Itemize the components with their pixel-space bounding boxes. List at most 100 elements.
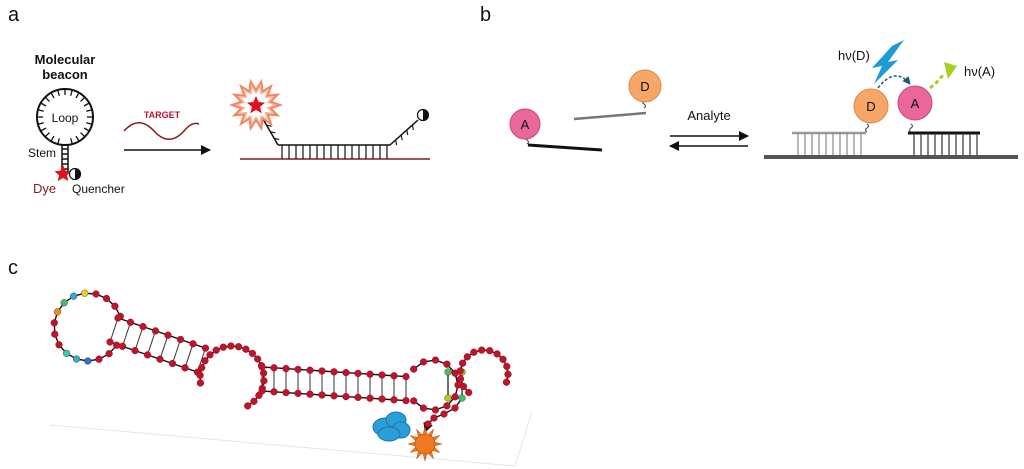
nucleotide-dot (254, 355, 262, 363)
panel-a: a Molecular beacon Loop Stem Dye Quenche (8, 4, 430, 196)
nucleotide-dot (242, 345, 250, 353)
nucleotide-dot (201, 344, 210, 352)
nucleotide-dot (164, 331, 172, 339)
nucleotide-dot (390, 372, 398, 380)
nucleotide-dot (366, 370, 374, 378)
nucleotide-dot (443, 360, 451, 368)
nucleotide-dot (456, 367, 464, 375)
quencher-icon (68, 167, 82, 181)
nucleotide-dot (114, 314, 122, 322)
nucleotide-dot (84, 357, 92, 365)
nucleotide-dot (235, 343, 243, 351)
nucleotide-dot (378, 395, 386, 403)
nucleotide-dot (282, 389, 290, 397)
nucleotide-dot (444, 368, 452, 376)
nucleotide-dot (250, 397, 258, 405)
panel-letter-b: b (480, 4, 491, 26)
free-donor-strand (573, 111, 647, 121)
nucleotide-dot (248, 349, 257, 358)
nucleotide-dot (181, 364, 189, 372)
nucleotide-dot (486, 347, 494, 355)
nucleotide-dot (270, 388, 278, 396)
nucleotide-dot (451, 393, 459, 401)
nucleotide-dot (402, 397, 410, 405)
cloud-quencher-icon (372, 411, 411, 442)
nucleotide-dot (106, 338, 114, 346)
nucleotide-dot (424, 420, 432, 428)
nucleotide-dot (131, 347, 139, 355)
frame-edge-right (514, 411, 533, 467)
nucleotide-dot (430, 414, 438, 422)
nucleotide-dot (465, 388, 473, 397)
nucleotide-dot (227, 342, 235, 350)
nucleotide-dot (502, 378, 511, 386)
acceptor-sphere (509, 108, 541, 140)
nucleotide-dot (206, 351, 214, 359)
nucleotide-dot (260, 377, 268, 385)
nucleotide-dot (69, 292, 78, 300)
nucleotide-dot (456, 375, 465, 383)
nucleotide-dot (126, 318, 135, 326)
nucleotide-dot (62, 349, 71, 358)
nucleotide-dot (330, 392, 338, 400)
nucleotide-dot (451, 404, 459, 412)
nucleotide-dot (72, 355, 81, 363)
nucleotide-dot (318, 391, 326, 399)
hv-acceptor-label: hν(A) (964, 64, 995, 79)
analyte-label: Analyte (687, 108, 730, 123)
target-label: TARGET (144, 110, 181, 120)
dye-label: Dye (33, 181, 56, 196)
nucleotide-dot (470, 348, 478, 356)
nucleotide-dot (342, 393, 350, 401)
donor-sphere (628, 69, 662, 103)
nucleotide-dot (81, 289, 89, 297)
nucleotide-dot (458, 394, 466, 402)
nucleotide-dot (478, 346, 486, 354)
panel-b: b A D Analyte D A hν( (480, 4, 1018, 159)
nucleotide-dot (156, 355, 164, 363)
nucleotide-dot (258, 363, 266, 371)
nucleotide-dot (139, 323, 147, 331)
nucleotide-dot (294, 389, 302, 398)
nucleotide-dot (419, 358, 428, 366)
nucleotide-dot (198, 364, 206, 372)
nucleotide-dot (151, 327, 160, 335)
nucleotide-dot (306, 390, 314, 398)
nucleotide-dot (201, 357, 209, 365)
nucleotide-dot (431, 356, 440, 364)
nucleotide-dot (431, 406, 440, 414)
nucleotide-dot (92, 290, 100, 298)
beacon-loop (36, 88, 94, 146)
bound-donor-label: D (866, 99, 875, 114)
nucleotide-dot (463, 353, 471, 361)
bound-acceptor-sphere (897, 85, 933, 121)
nucleotide-dot (212, 346, 220, 354)
burst-glow (235, 84, 277, 126)
nucleotide-dot (354, 369, 362, 378)
nucleotide-dot (366, 394, 374, 402)
hybridized-duplex (240, 111, 430, 160)
hv-donor-label: hν(D) (838, 48, 870, 63)
nucleotide-dot (306, 366, 314, 374)
nucleotide-dot (260, 369, 268, 377)
nucleotide-dot (493, 350, 501, 358)
nucleotide-dot (499, 355, 507, 363)
nucleotide-dot (318, 367, 326, 375)
nucleotide-dot (330, 368, 338, 376)
sun-fluorophore-icon (407, 426, 443, 462)
panel-c: c (8, 257, 533, 467)
nucleotide-dot (342, 369, 350, 377)
nucleotide-dot (176, 335, 185, 344)
stem-label: Stem (28, 146, 56, 160)
nucleotide-dot (143, 351, 152, 359)
nucleotide-dot (196, 379, 205, 387)
acceptor-label: A (521, 117, 530, 132)
nucleotide-dot (189, 340, 197, 348)
nucleotide-dot (270, 364, 278, 372)
nucleotide-dot (444, 394, 452, 402)
nucleotide-dot (118, 342, 127, 350)
emission-arrow-icon (929, 62, 957, 90)
nucleotide-dot (410, 365, 418, 373)
nucleotide-dot (354, 393, 362, 402)
